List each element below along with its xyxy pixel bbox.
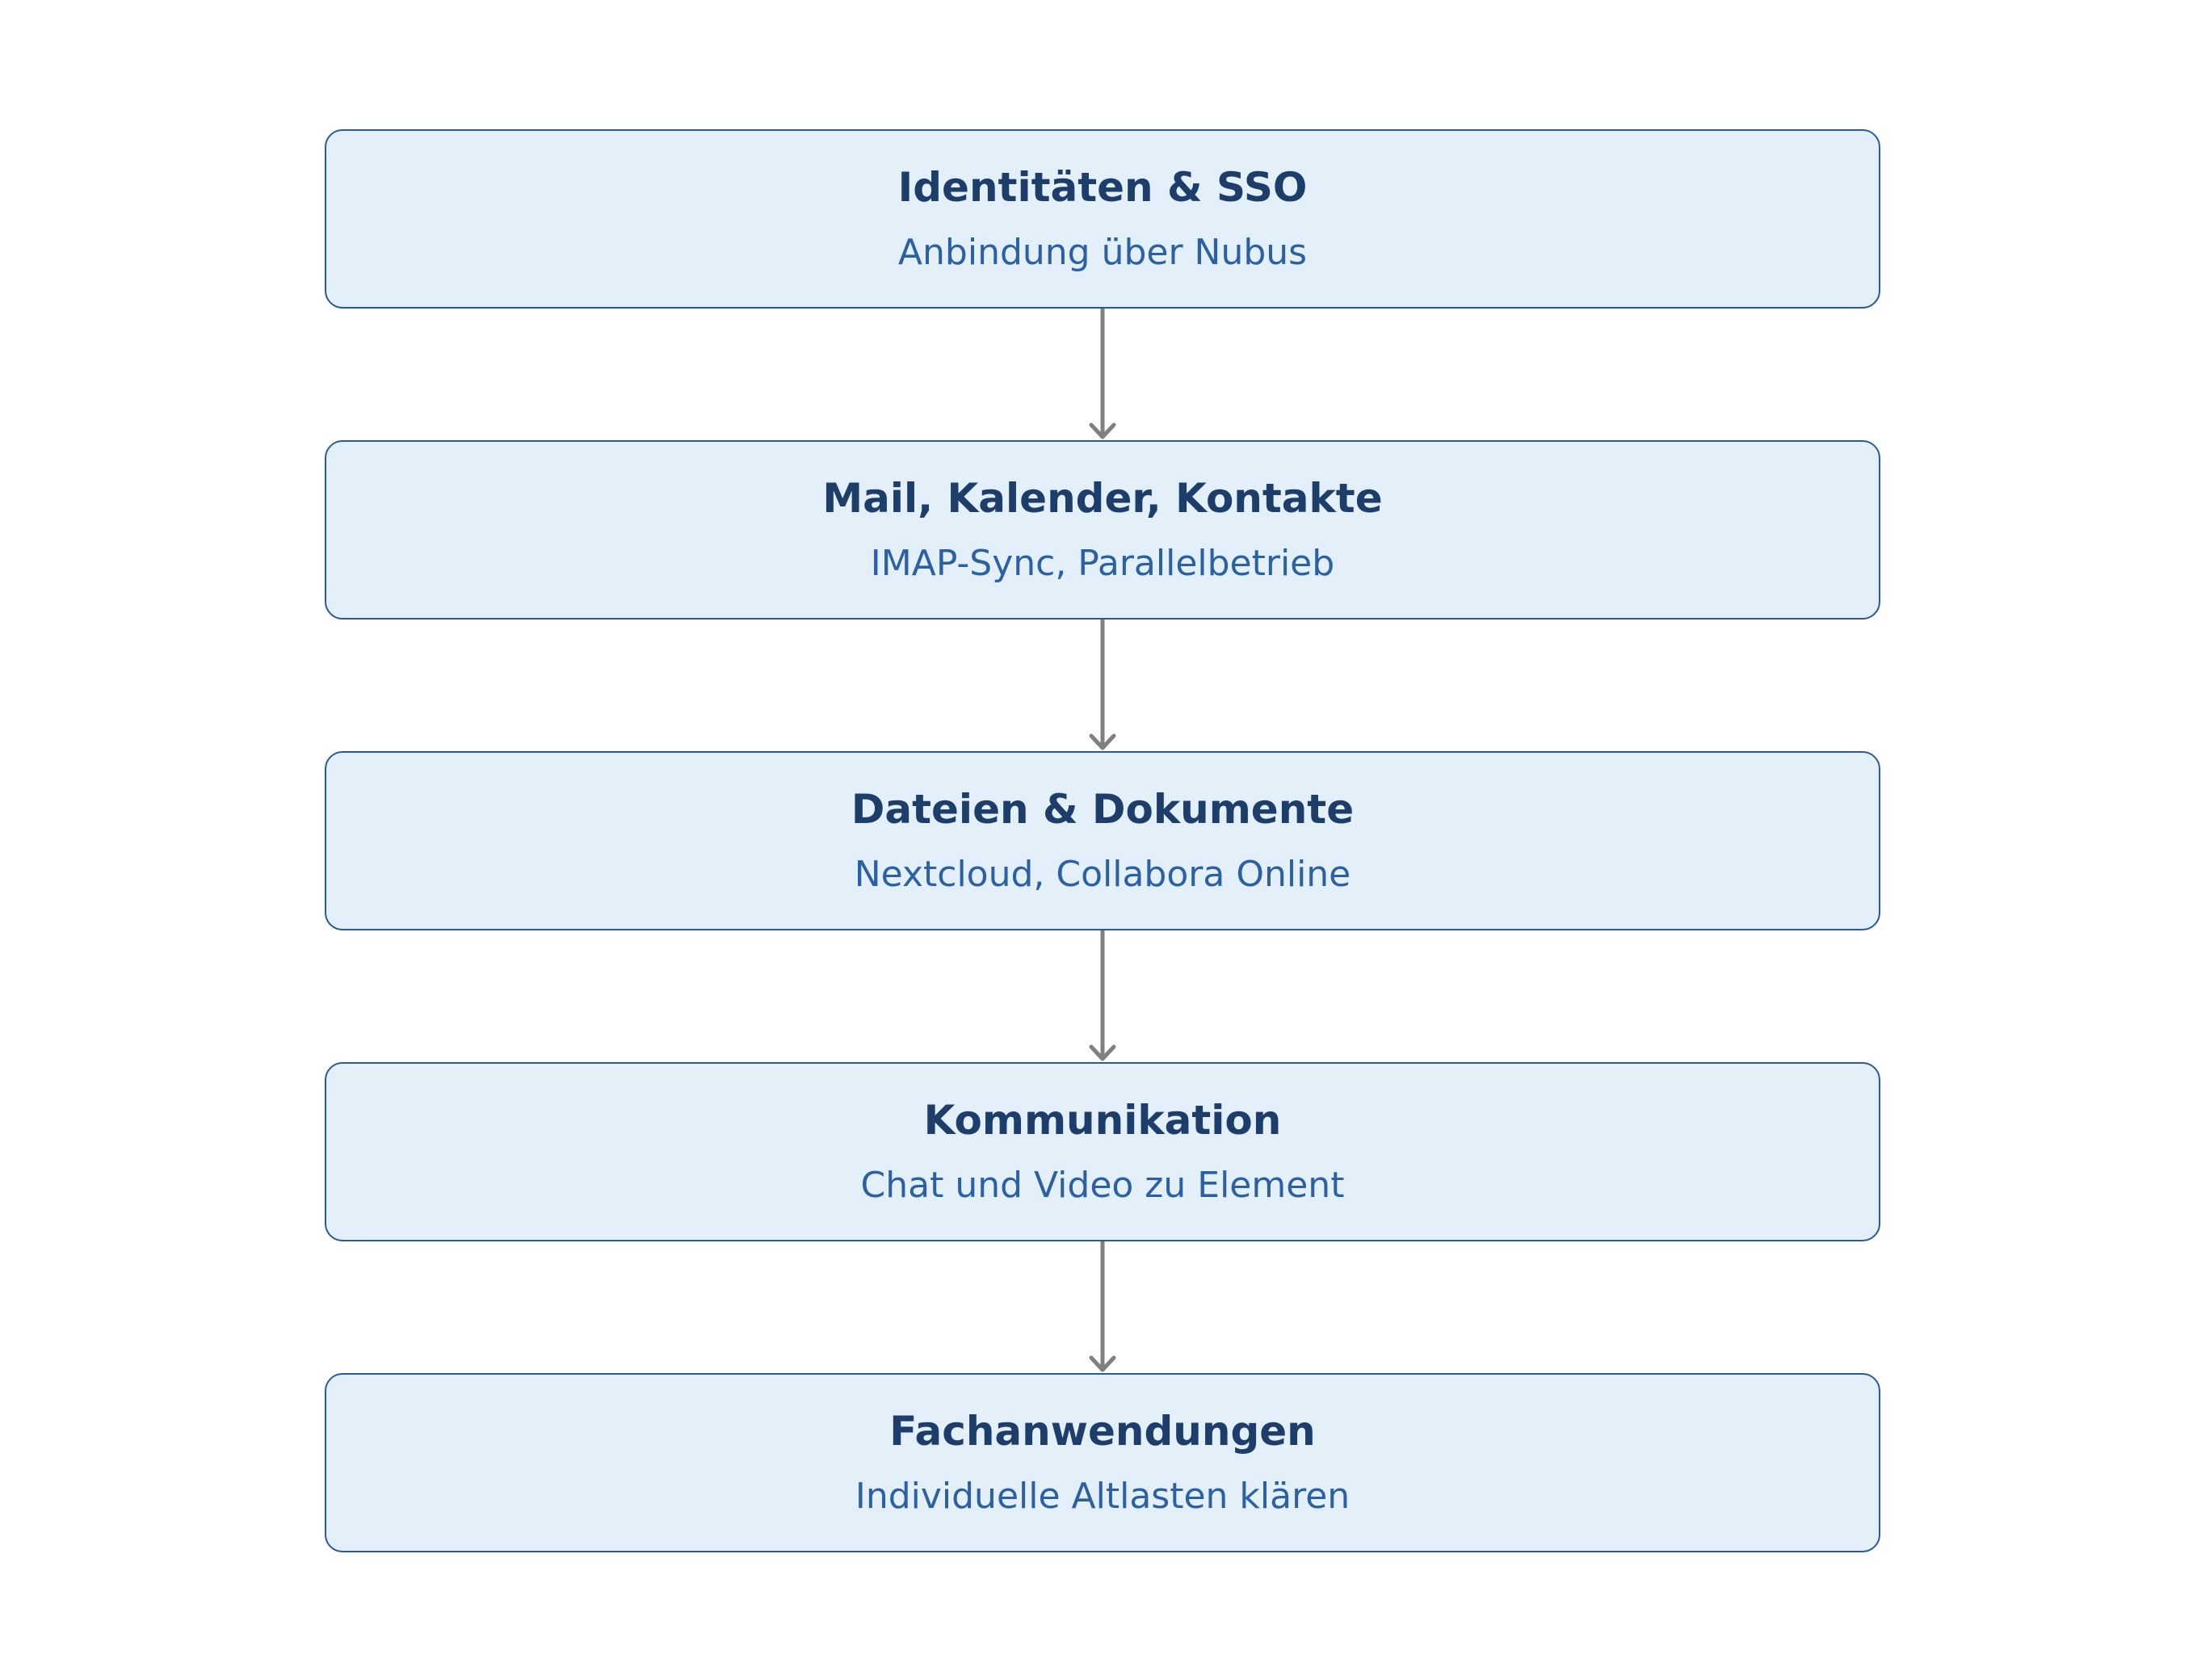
step-subtitle: Individuelle Altlasten klären xyxy=(855,1476,1351,1517)
step-subtitle: Chat und Video zu Element xyxy=(860,1165,1345,1206)
step-title: Fachanwendungen xyxy=(889,1408,1316,1455)
step-dateien-dokumente: Dateien & Dokumente Nextcloud, Collabora… xyxy=(325,751,1880,930)
down-arrow-icon xyxy=(1089,620,1116,750)
down-arrow-icon xyxy=(1089,309,1116,439)
step-fachanwendungen: Fachanwendungen Individuelle Altlasten k… xyxy=(325,1373,1880,1552)
step-subtitle: Anbindung über Nubus xyxy=(897,232,1308,273)
step-title: Mail, Kalender, Kontakte xyxy=(822,475,1383,522)
down-arrow-icon xyxy=(1089,930,1116,1061)
step-subtitle: IMAP-Sync, Parallelbetrieb xyxy=(870,543,1335,584)
step-title: Identitäten & SSO xyxy=(897,164,1308,211)
down-arrow-icon xyxy=(1089,1241,1116,1372)
step-kommunikation: Kommunikation Chat und Video zu Element xyxy=(325,1062,1880,1241)
step-mail-kalender-kontakte: Mail, Kalender, Kontakte IMAP-Sync, Para… xyxy=(325,440,1880,620)
step-title: Dateien & Dokumente xyxy=(851,786,1355,833)
step-title: Kommunikation xyxy=(923,1097,1282,1144)
step-identitaeten-sso: Identitäten & SSO Anbindung über Nubus xyxy=(325,129,1880,309)
step-subtitle: Nextcloud, Collabora Online xyxy=(854,854,1351,895)
